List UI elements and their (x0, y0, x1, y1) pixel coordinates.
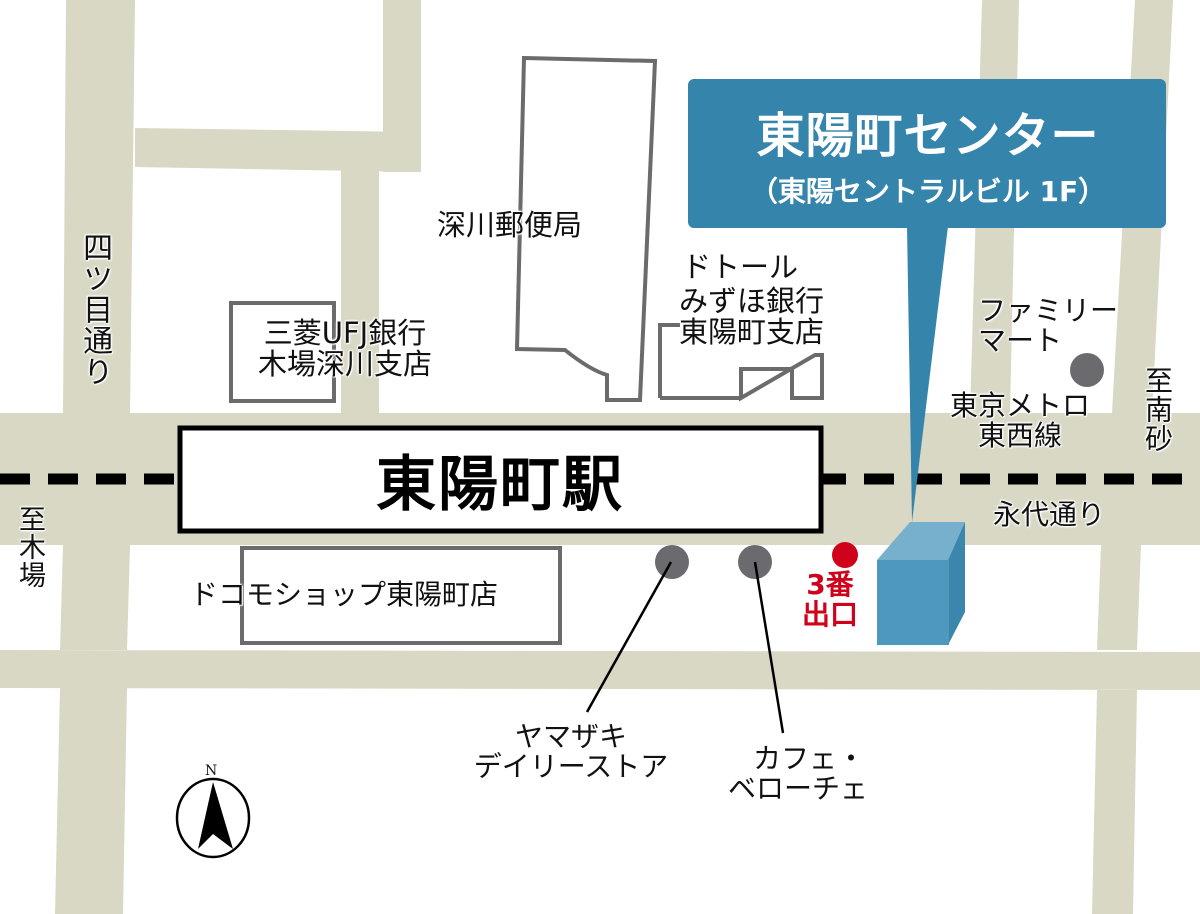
road-yotsume (63, 0, 135, 413)
label-familymart: ファミリー マート (978, 296, 1118, 356)
buildings (229, 55, 824, 645)
yamazaki-leader (585, 561, 673, 713)
cafe-leader (753, 561, 785, 734)
label-cafe-line-1: カフェ・ (753, 742, 866, 775)
building-post-office (514, 55, 658, 402)
label-cafe: カフェ・ ベローチェ (728, 744, 868, 804)
label-yamazaki-line-1: ヤマザキ (514, 720, 627, 753)
compass-icon (175, 777, 251, 859)
label-yamazaki: ヤマザキ デイリーストア (462, 722, 680, 782)
road-lower-horizontal (0, 650, 1200, 690)
station-name: 東陽町駅 (376, 450, 624, 520)
station-box (177, 425, 824, 534)
familymart-marker (1070, 353, 1104, 387)
callout-subtitle: （東陽セントラルビル 1F） (749, 175, 1107, 208)
road-upper-horizontal (135, 128, 420, 172)
label-mizuho: みずほ銀行 東陽町支店 (679, 284, 825, 350)
callout-title: 東陽町センター (756, 108, 1100, 164)
label-mizuho-line-2: 東陽町支店 (679, 315, 825, 350)
railway-label: 東京メトロ 東西線 (950, 391, 1090, 451)
label-doutor: ドトール (682, 250, 799, 284)
road-label-yotsume: 四ツ目通り (77, 232, 113, 387)
direction-to-kiba: 至木場 (14, 505, 45, 589)
railway-label-line-2: 東西線 (978, 418, 1063, 452)
label-familymart-line-1: ファミリー (978, 294, 1119, 327)
direction-to-minamisuna: 至南砂 (1141, 366, 1174, 453)
label-docomo: ドコモショップ東陽町店 (190, 578, 499, 611)
label-mufg-line-2: 木場深川支店 (258, 347, 433, 382)
building-mizuho (658, 323, 824, 402)
compass-north-label: N (205, 763, 218, 779)
yamazaki-marker (655, 545, 689, 579)
callout-box (688, 79, 1166, 228)
label-cafe-line-2: ベローチェ (728, 771, 869, 805)
railway-label-line-1: 東京メトロ (950, 389, 1091, 422)
road-label-eitai: 永代通り (993, 498, 1106, 531)
label-exit-3-line-2: 出口 (801, 597, 858, 631)
building-docomo (240, 546, 562, 645)
exit-3-marker (832, 542, 858, 568)
building-mufg (229, 301, 336, 403)
label-exit-3-line-1: 3番 (806, 568, 854, 601)
label-exit-3: 3番 出口 (800, 570, 860, 630)
label-mizuho-line-1: みずほ銀行 (679, 284, 825, 318)
label-familymart-line-2: マート (978, 323, 1063, 357)
label-mufg-line-1: 三菱UFJ銀行 (263, 316, 427, 350)
target-building (877, 522, 965, 645)
label-post-office: 深川郵便局 (437, 208, 583, 242)
label-mufg: 三菱UFJ銀行 木場深川支店 (258, 316, 433, 382)
callout-tail (907, 226, 948, 522)
label-yamazaki-line-2: デイリーストア (473, 749, 669, 783)
